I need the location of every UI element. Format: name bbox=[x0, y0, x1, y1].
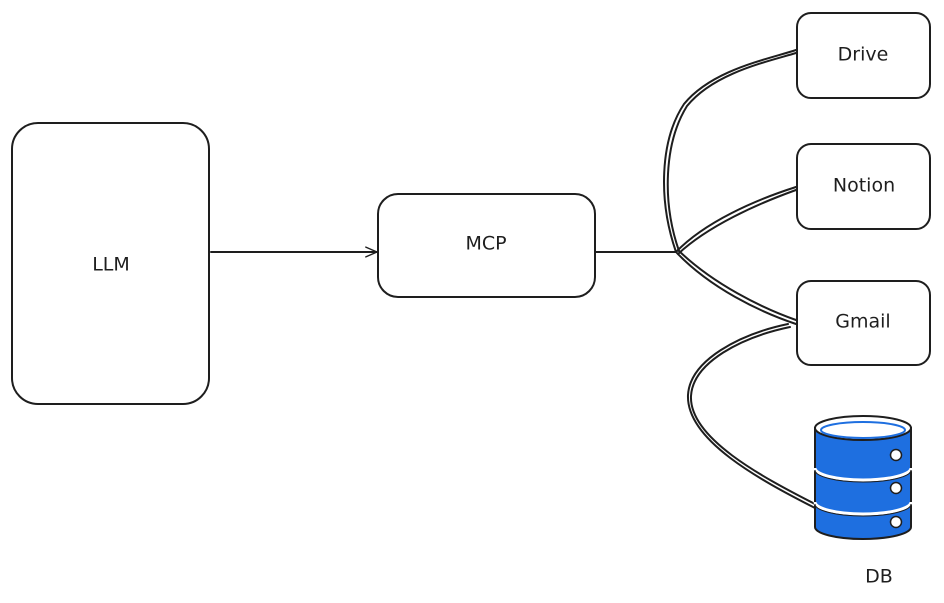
db-dot-bottom bbox=[889, 515, 903, 529]
llm-node[interactable]: LLM bbox=[11, 122, 210, 405]
connector-db-stroke-2 bbox=[689, 326, 816, 505]
db-dot-top bbox=[889, 448, 903, 462]
mcp-node[interactable]: MCP bbox=[377, 193, 596, 298]
connector-notion-stroke-2 bbox=[677, 189, 797, 255]
db-dot-middle bbox=[889, 481, 903, 495]
connector-drive bbox=[663, 49, 797, 253]
connector-notion bbox=[675, 186, 797, 253]
connector-gmail-stroke-2 bbox=[677, 249, 797, 321]
drive-node[interactable]: Drive bbox=[796, 12, 931, 99]
drive-label: Drive bbox=[838, 44, 889, 66]
notion-node[interactable]: Notion bbox=[796, 143, 931, 230]
connector-drive-stroke-2 bbox=[666, 52, 797, 252]
connector-gmail bbox=[675, 251, 797, 325]
llm-label: LLM bbox=[92, 254, 130, 276]
database-icon[interactable] bbox=[813, 415, 913, 540]
mcp-label: MCP bbox=[465, 233, 506, 255]
db-label: DB bbox=[865, 566, 893, 588]
connector-db bbox=[686, 323, 816, 509]
gmail-node[interactable]: Gmail bbox=[796, 280, 931, 366]
gmail-label: Gmail bbox=[835, 311, 890, 333]
notion-label: Notion bbox=[833, 175, 895, 197]
